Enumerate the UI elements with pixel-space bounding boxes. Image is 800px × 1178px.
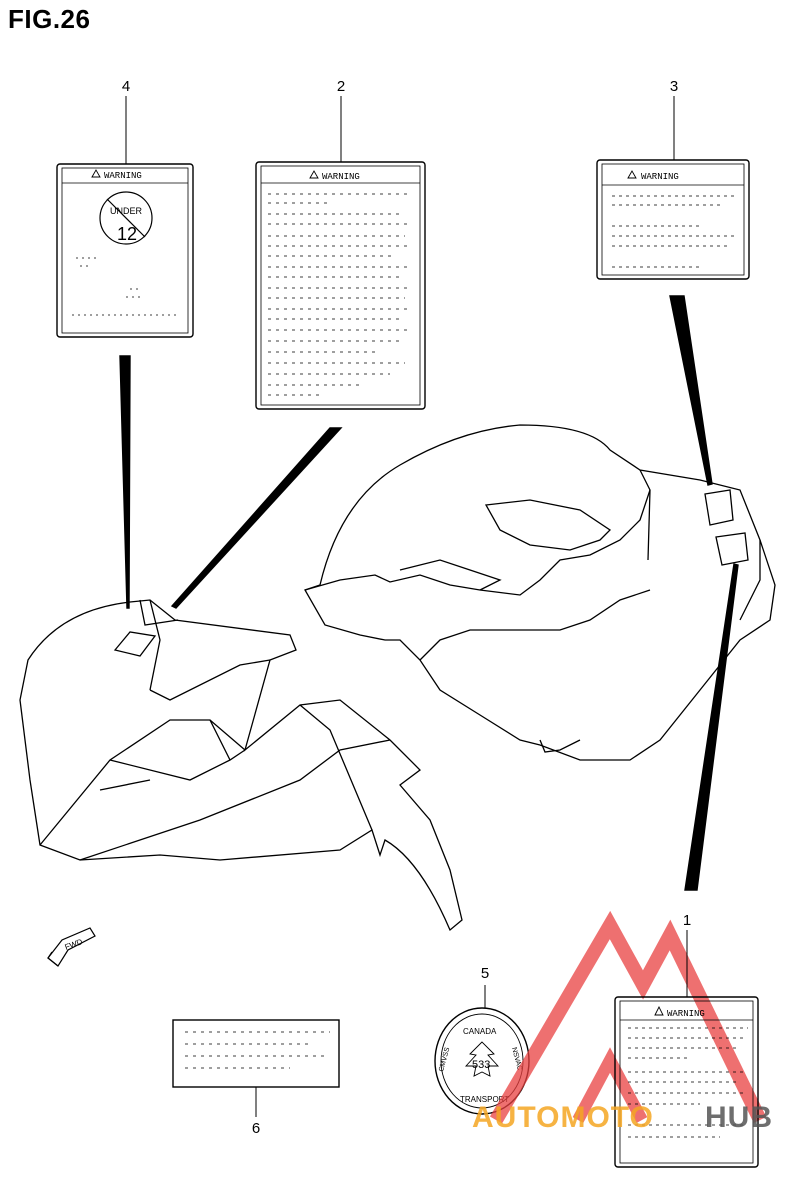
label-4-position [113, 631, 157, 657]
callout-6: 6 [251, 1120, 261, 1137]
fwd-label: FWD [64, 937, 84, 952]
callout-2: 2 [336, 78, 346, 95]
label-3-warning-text: WARNING [641, 172, 679, 182]
label-4-warning-under-12[interactable]: WARNING UNDER 12 [56, 96, 194, 338]
label-1-warning[interactable]: WARNING [614, 930, 759, 1168]
figure-title: FIG.26 [8, 4, 91, 34]
warning-triangle-icon [91, 169, 101, 178]
maple-leaf-icon [464, 1041, 500, 1077]
warning-triangle-icon [627, 170, 637, 179]
label-2-warning-text: WARNING [322, 172, 360, 182]
seal-left-text: CMVSS [438, 1046, 451, 1072]
callout-3: 3 [669, 78, 679, 95]
leader-wedge-1 [684, 563, 739, 891]
label-3-warning[interactable]: WARNING [596, 96, 750, 280]
warning-triangle-icon [309, 170, 319, 179]
fwd-arrow-icon: FWD [47, 927, 96, 967]
label-2-warning[interactable]: WARNING [255, 96, 426, 410]
under-text: UNDER [110, 206, 143, 216]
label-4-warning-text: WARNING [104, 171, 142, 181]
leader-wedge-3 [669, 295, 713, 486]
label-1-warning-text: WARNING [667, 1009, 705, 1019]
watermark-text-part2: HUB [705, 1101, 773, 1134]
leader-wedge-4 [119, 355, 131, 609]
label-6[interactable] [172, 1019, 340, 1117]
leader-wedge-2 [170, 427, 343, 609]
callout-1: 1 [682, 912, 692, 929]
front-fender [19, 599, 463, 932]
label-3-position [704, 489, 734, 526]
seal-center-text: 533 [472, 1059, 490, 1071]
seal-top-text: CANADA [463, 1027, 497, 1036]
seal-bottom-text: TRANSPORT [460, 1095, 509, 1104]
callout-4: 4 [121, 78, 131, 95]
callout-5: 5 [480, 965, 490, 982]
age-12-text: 12 [117, 224, 137, 244]
warning-triangle-icon [654, 1005, 664, 1016]
watermark-logo-icon [489, 910, 767, 1124]
label-1-position [715, 532, 749, 566]
no-under-12-icon [99, 191, 153, 245]
watermark-text-part1: AUTOMOTO [472, 1101, 654, 1134]
rear-fender [304, 424, 776, 761]
